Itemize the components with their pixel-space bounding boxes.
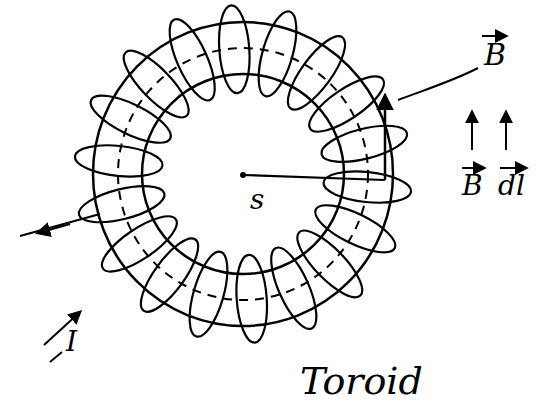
- winding-loops: [73, 4, 412, 343]
- winding-loop: [251, 7, 304, 100]
- pointer-tail: [50, 352, 62, 362]
- winding-loop: [182, 248, 235, 341]
- vector-accent: [462, 167, 484, 169]
- parallel-arrow: [505, 112, 507, 150]
- vector-accent: [500, 167, 526, 169]
- lead-wire: [20, 214, 100, 236]
- radius-line: [243, 175, 385, 180]
- winding-loop: [216, 4, 252, 94]
- path-element-label: dl: [498, 172, 525, 200]
- title-label: Toroid: [300, 362, 423, 400]
- winding-loop: [288, 222, 371, 306]
- radius-label: s: [250, 186, 264, 214]
- field-arrow: [384, 96, 387, 180]
- toroid-core: [93, 22, 393, 326]
- winding-loop: [234, 254, 270, 344]
- winding-loop: [262, 242, 325, 335]
- current-arrow: [38, 224, 70, 233]
- leader-line: [398, 68, 478, 100]
- winding-loop: [309, 196, 401, 262]
- winding-loop: [161, 14, 224, 107]
- winding-loop: [95, 207, 185, 281]
- winding-loop: [115, 42, 198, 126]
- winding-loop: [322, 168, 413, 207]
- current-label: I: [66, 328, 77, 356]
- winding-loop: [132, 231, 208, 320]
- winding-loop: [73, 141, 164, 180]
- winding-loop: [75, 179, 168, 229]
- winding-loop: [318, 119, 411, 169]
- field-label: B: [462, 172, 483, 200]
- winding-loop: [85, 86, 177, 152]
- winding-loop: [302, 67, 392, 141]
- vector-accent: [482, 35, 506, 37]
- field-label: B: [484, 40, 506, 70]
- winding-loop: [279, 28, 355, 117]
- parallel-arrow: [471, 112, 473, 150]
